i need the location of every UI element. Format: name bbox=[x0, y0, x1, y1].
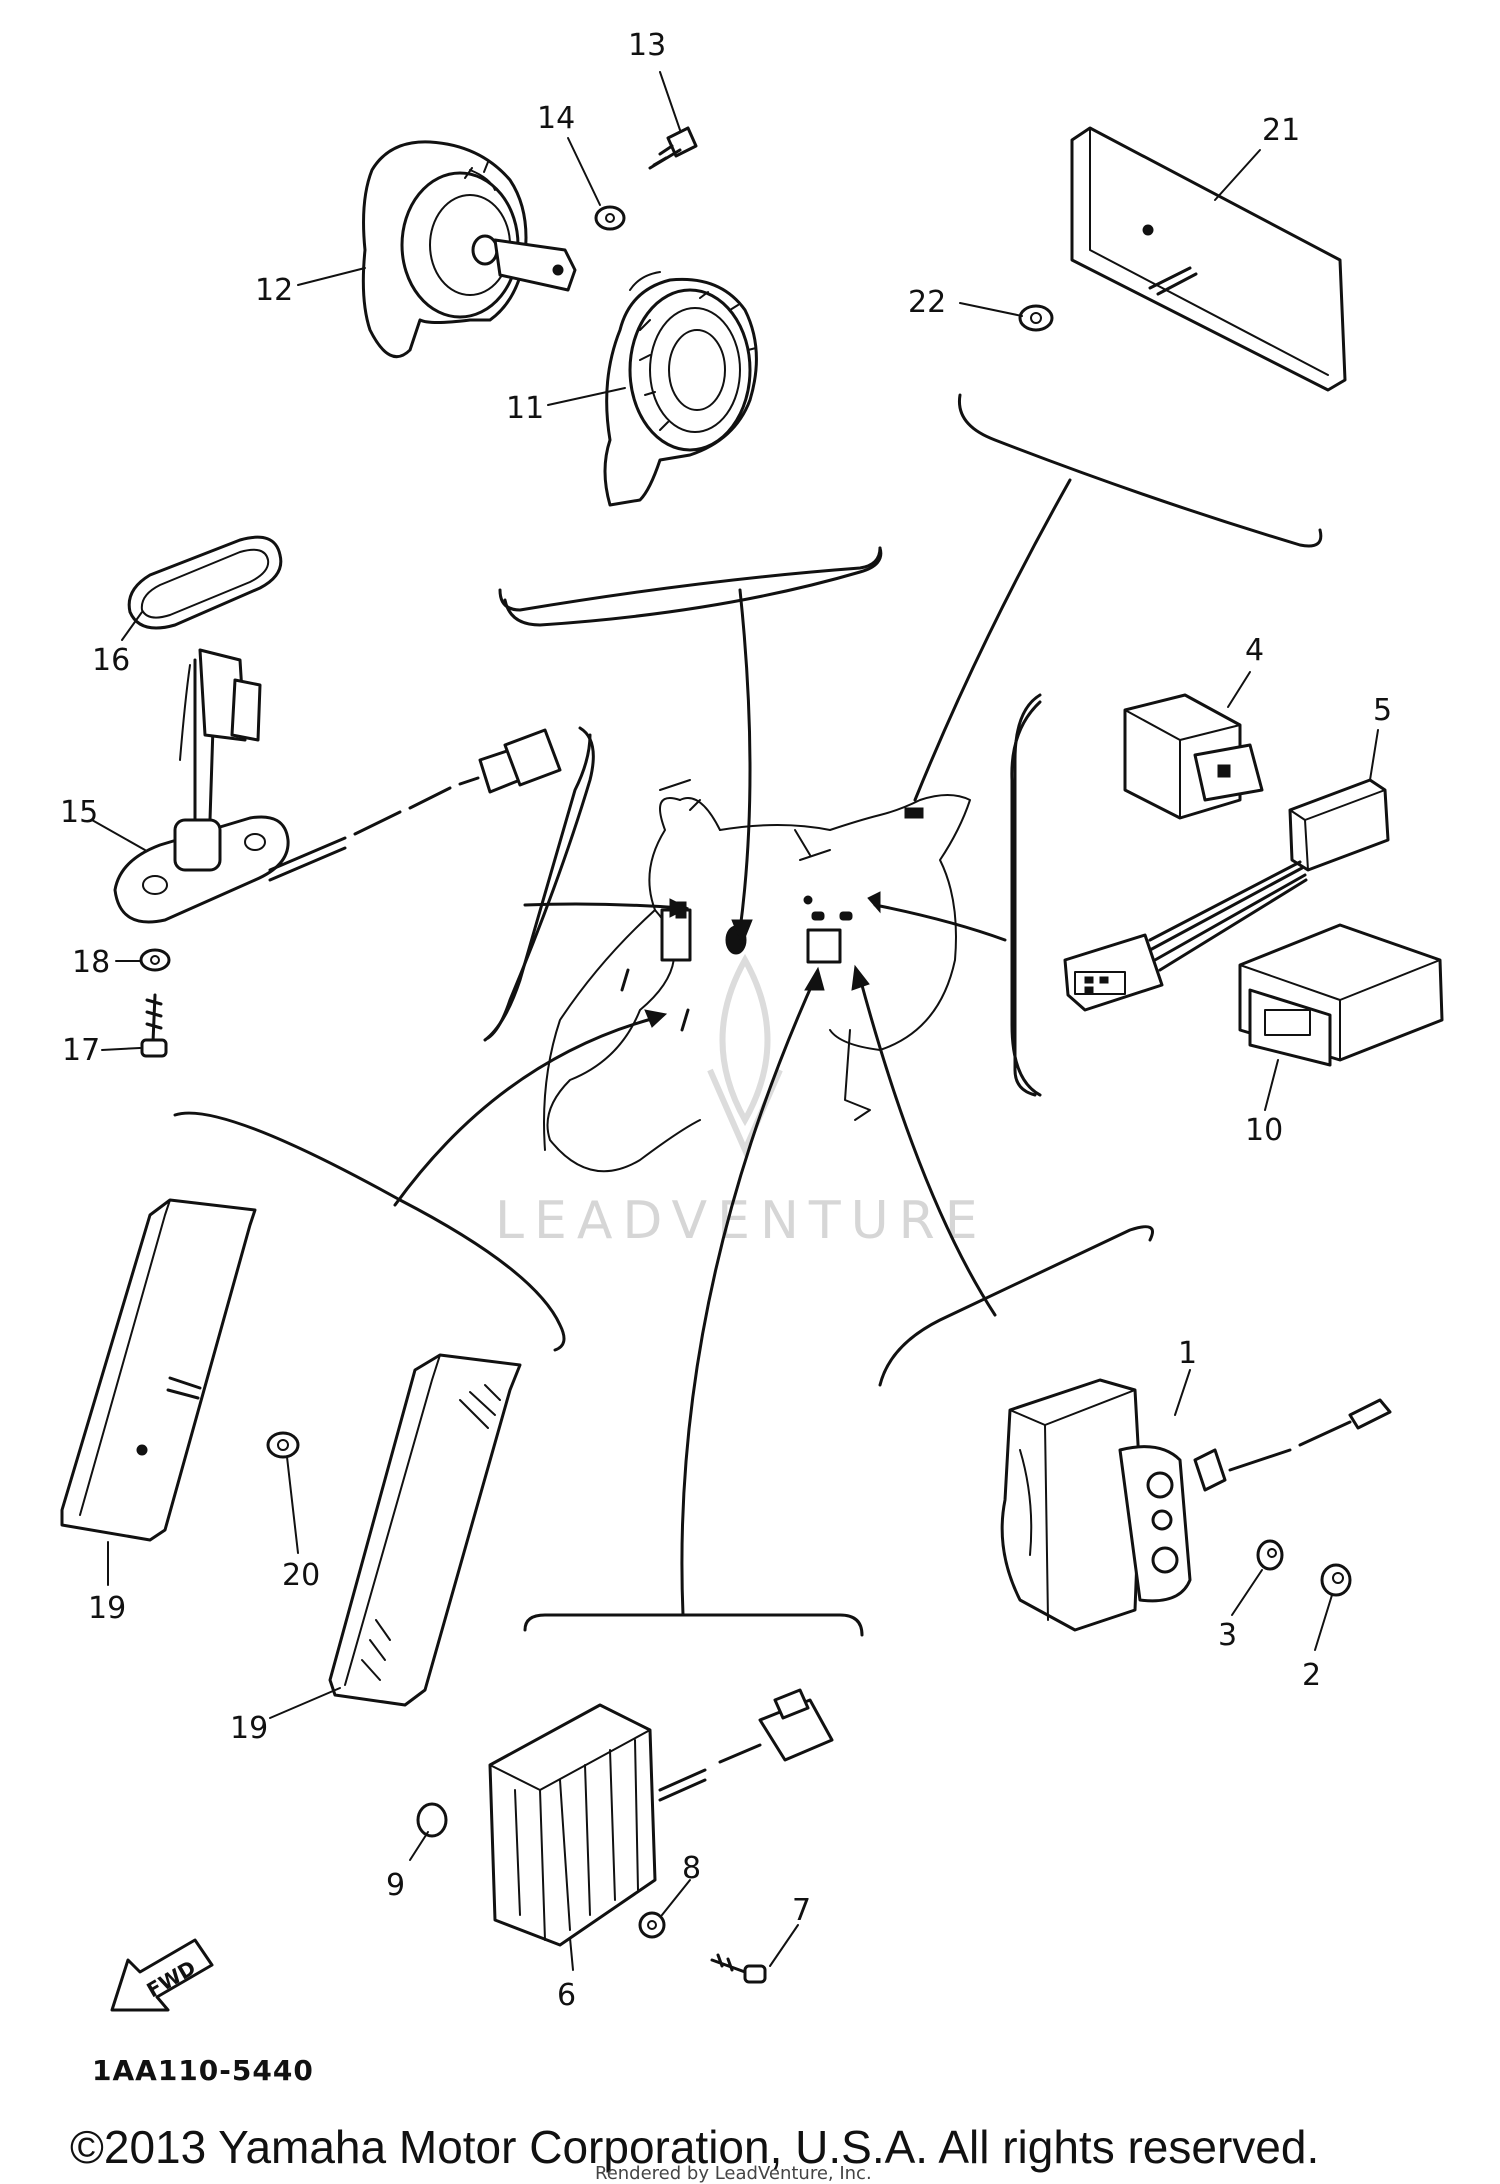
label-4: 4 bbox=[1245, 633, 1264, 668]
label-16: 16 bbox=[92, 643, 130, 678]
diagram-code: 1AA110-5440 bbox=[92, 2054, 314, 2087]
label-15: 15 bbox=[60, 795, 98, 830]
bolt-17 bbox=[140, 993, 168, 1058]
label-20: 20 bbox=[282, 1558, 320, 1593]
nut-8 bbox=[638, 1911, 666, 1939]
nut-14 bbox=[594, 205, 626, 231]
label-18: 18 bbox=[72, 945, 110, 980]
label-9: 9 bbox=[386, 1868, 405, 1903]
label-13: 13 bbox=[628, 28, 666, 63]
motorcycle-outline bbox=[543, 779, 971, 1173]
bracket-horns bbox=[498, 546, 882, 612]
watermark: LEADVENTURE bbox=[495, 953, 988, 1251]
bracket-relays bbox=[1013, 693, 1042, 1097]
main-switch-1 bbox=[1000, 1378, 1392, 1632]
callout-numbers: 13 14 12 11 21 22 16 15 18 17 4 5 10 1 3… bbox=[60, 28, 1392, 2013]
leader-lines bbox=[173, 393, 1323, 1637]
connector-10 bbox=[1238, 923, 1444, 1067]
watermark-text: LEADVENTURE bbox=[495, 1191, 988, 1251]
label-10: 10 bbox=[1245, 1113, 1283, 1148]
rectifier-6 bbox=[488, 1688, 834, 1947]
copyright-notice: ©2013 Yamaha Motor Corporation, U.S.A. A… bbox=[70, 2121, 1320, 2173]
fuel-sender-15 bbox=[113, 648, 562, 924]
reflector-21 bbox=[1070, 126, 1347, 392]
label-6: 6 bbox=[557, 1978, 576, 2013]
reflector-19-left bbox=[60, 1198, 257, 1542]
horn-11 bbox=[603, 271, 758, 507]
label-22: 22 bbox=[908, 285, 946, 320]
label-3: 3 bbox=[1218, 1618, 1237, 1653]
gasket-16 bbox=[127, 535, 283, 630]
collar-9 bbox=[416, 1802, 448, 1838]
nut-18 bbox=[139, 948, 171, 972]
label-11: 11 bbox=[506, 391, 544, 426]
bracket-sender bbox=[483, 733, 592, 1042]
label-7: 7 bbox=[792, 1893, 811, 1928]
label-5: 5 bbox=[1373, 693, 1392, 728]
callout-leaders bbox=[91, 71, 1379, 1971]
bolt-13 bbox=[648, 126, 698, 170]
washer-3 bbox=[1256, 1539, 1284, 1571]
label-19-left: 19 bbox=[88, 1591, 126, 1626]
nut-22 bbox=[1018, 304, 1054, 332]
label-1: 1 bbox=[1178, 1336, 1197, 1371]
relay-4 bbox=[1123, 693, 1264, 820]
label-12: 12 bbox=[255, 273, 293, 308]
rendered-by-notice: Rendered by LeadVenture, Inc. bbox=[595, 2163, 872, 2184]
nut-20 bbox=[266, 1431, 300, 1459]
reflector-19-right bbox=[328, 1353, 522, 1707]
nut-2 bbox=[1320, 1563, 1352, 1597]
front-arrow-icon: FWD bbox=[110, 1938, 214, 2012]
label-8: 8 bbox=[682, 1851, 701, 1886]
label-14: 14 bbox=[537, 101, 575, 136]
harness-5 bbox=[1063, 778, 1390, 1012]
horn-12 bbox=[361, 140, 577, 359]
label-2: 2 bbox=[1302, 1658, 1321, 1693]
label-21: 21 bbox=[1262, 113, 1300, 148]
label-17: 17 bbox=[62, 1033, 100, 1068]
bolt-7 bbox=[710, 1953, 767, 1984]
label-19-right: 19 bbox=[230, 1711, 268, 1746]
